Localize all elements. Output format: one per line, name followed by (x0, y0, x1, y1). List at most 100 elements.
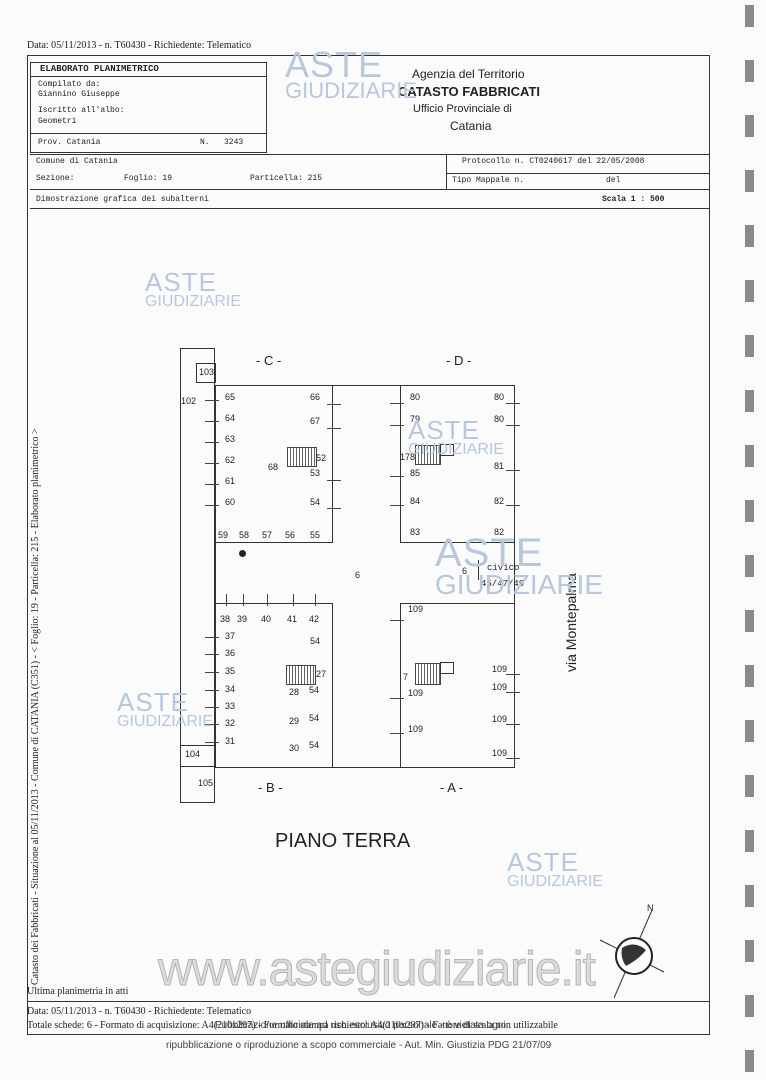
c-left-4: 61 (225, 476, 236, 486)
floor-title: PIANO TERRA (275, 830, 411, 852)
c-left-2: 63 (225, 434, 236, 444)
binder-mark (745, 280, 754, 302)
binder-mark (745, 555, 754, 577)
entrance-number: 6 (462, 566, 468, 576)
sezione-label: Sezione: (36, 174, 75, 183)
binder-mark (745, 995, 754, 1017)
c-bottom-3: 56 (285, 530, 296, 540)
site-outline (215, 385, 515, 768)
footer-data-line: Data: 05/11/2013 - n. T60430 - Richieden… (27, 1006, 252, 1017)
binder-mark (745, 940, 754, 962)
c-right-4: 54 (310, 497, 321, 507)
stair-b-icon (286, 665, 316, 685)
section-label-c: - C - (256, 353, 282, 368)
b-right-4: 29 (289, 716, 300, 726)
d-left-4: 84 (410, 496, 421, 506)
binder-mark (745, 500, 754, 522)
c-left-3: 62 (225, 455, 236, 465)
unit-103-box (196, 363, 216, 383)
left-strip (180, 348, 215, 803)
b-top-1: 39 (237, 614, 248, 624)
a-7: 7 (403, 672, 409, 682)
a-right-2: 109 (492, 714, 508, 724)
comune-label: Comune di Catania (36, 157, 118, 166)
particella-label: Particella: 215 (250, 174, 323, 183)
binder-mark (745, 445, 754, 467)
d-left-3: 85 (410, 468, 421, 478)
b-left-2: 35 (225, 666, 236, 676)
c-bottom-0: 59 (218, 530, 229, 540)
c-bottom-2: 57 (262, 530, 273, 540)
footer-totale-line: Totale schede: 6 - Formato di acquisizio… (27, 1020, 558, 1031)
d-left-5: 83 (410, 527, 421, 537)
compass-north-label: N (647, 903, 654, 913)
unit-104-box (180, 745, 215, 767)
b-right-1: 27 (316, 669, 327, 679)
c-right-2: 52 (316, 453, 327, 463)
prov-label: Prov. Catania (38, 138, 101, 147)
a-right-1: 109 (492, 682, 508, 692)
d-right-3: 82 (494, 496, 505, 506)
civico-number: 45/47/49 (481, 579, 525, 589)
agency-line1: Agenzia del Territorio (412, 67, 525, 81)
n-value: 3243 (224, 138, 244, 147)
b-top-2: 40 (261, 614, 272, 624)
d-left-1: 79 (410, 414, 421, 424)
agency-line2: CATASTO FABBRICATI (398, 84, 541, 99)
foglio-label: Foglio: 19 (124, 174, 173, 183)
b-left-4: 33 (225, 701, 236, 711)
binder-mark (745, 390, 754, 412)
c-bottom-1: 58 (239, 530, 250, 540)
b-top-3: 41 (287, 614, 298, 624)
protocollo-label: Protocollo n. CT0240617 del 22/05/2008 (462, 157, 645, 166)
a-top: 109 (408, 604, 424, 614)
block-d (400, 385, 515, 543)
unit-105: 105 (198, 778, 214, 788)
tipo-mappale-label: Tipo Mappale n. (452, 176, 525, 185)
b-right-6: 30 (289, 743, 300, 753)
binder-mark (745, 775, 754, 797)
watermark-site: www.astegiudiziarie.it (158, 943, 597, 997)
footer-publication-line1: Pubblicazione ufficiale ad uso esclusivo… (215, 1020, 506, 1031)
elaborato-title: ELABORATO PLANIMETRICO (40, 64, 159, 74)
watermark-aste-4: ASTE GIUDIZIARIE (117, 687, 214, 730)
c-bottom-4: 55 (310, 530, 321, 540)
d-left-2: 178 (400, 452, 416, 462)
binder-mark (745, 830, 754, 852)
c-right-3: 53 (310, 468, 321, 478)
iscritto-value: Geometri (38, 117, 77, 126)
c-left-5: 60 (225, 497, 236, 507)
compilato-label: Compilato da: (38, 80, 101, 89)
marker-dot (239, 550, 246, 557)
watermark-aste-2: ASTE GIUDIZIARIE (408, 415, 505, 458)
compass-icon (599, 909, 665, 999)
footer-publication-line2: ripubblicazione o riproduzione a scopo c… (166, 1040, 552, 1051)
b-top-0: 38 (220, 614, 231, 624)
section-label-a: - A - (440, 780, 464, 795)
b-left-5: 32 (225, 718, 236, 728)
binder-mark (745, 885, 754, 907)
block-b (215, 603, 333, 768)
n-label: N. (200, 138, 210, 147)
d-right-2: 81 (494, 461, 505, 471)
d-right-1: 80 (494, 414, 505, 424)
b-right-2: 28 (289, 687, 300, 697)
c-left-0: 65 (225, 392, 236, 402)
b-right-5: 54 (309, 713, 320, 723)
binder-mark (745, 5, 754, 27)
a-shaft (440, 662, 454, 674)
stair-c-icon (287, 447, 317, 467)
binder-mark (745, 170, 754, 192)
d-right-4: 82 (494, 527, 505, 537)
watermark-aste-3: ASTE GIUDIZIARIE (435, 531, 604, 600)
binder-mark (745, 610, 754, 632)
iscritto-label: Iscritto all'albo: (38, 106, 125, 115)
document-frame (27, 55, 710, 1035)
courtyard-number: 6 (355, 570, 361, 580)
ultima-planimetria: Ultima planimetria in atti (27, 986, 129, 997)
c-right-1: 67 (310, 416, 321, 426)
side-vertical-text: Catasto dei Fabbricati - Situazione al 0… (30, 428, 41, 985)
dimostrazione-label: Dimostrazione grafica dei subalterni (36, 195, 209, 204)
b-right-0: 54 (310, 636, 321, 646)
scala-label: Scala 1 : 500 (602, 195, 665, 204)
